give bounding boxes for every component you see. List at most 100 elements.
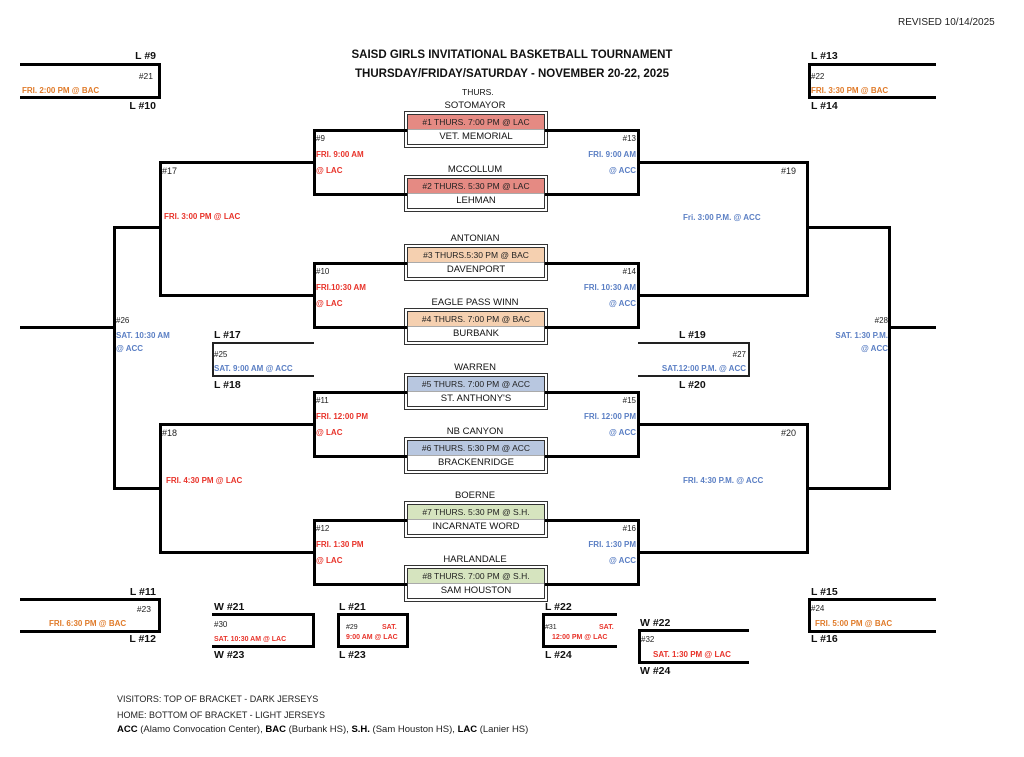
game-venue: @ ACC [608, 556, 636, 565]
game-venue: @ ACC [608, 166, 636, 175]
bracket-line [637, 294, 808, 297]
game-number: #27 [732, 350, 746, 359]
bracket-line [212, 342, 214, 377]
bracket-line [808, 598, 936, 601]
game-time: Fri. 3:00 P.M. @ ACC [683, 213, 761, 222]
game-time-day: SAT. [382, 624, 397, 631]
game-venue: @ LAC [316, 299, 343, 308]
bracket-line [637, 423, 808, 426]
game-header: #6 THURS. 5:30 PM @ ACC [408, 441, 544, 455]
game-time: SAT.12:00 P.M. @ ACC [661, 364, 746, 373]
game-number: #28 [874, 316, 888, 325]
game-time: SAT. 10:30 AM [116, 331, 170, 340]
team-bottom: BRACKENRIDGE [408, 455, 544, 470]
bracket-line [159, 551, 316, 554]
game-time: FRI. 4:30 PM @ LAC [166, 476, 243, 485]
feeder-label: L #23 [339, 649, 366, 661]
bracket-line [337, 645, 409, 648]
legend-visitors: VISITORS: TOP OF BRACKET - DARK JERSEYS [117, 694, 319, 704]
bracket-line [637, 551, 808, 554]
bracket-line [312, 613, 315, 648]
bracket-line [20, 96, 160, 99]
bracket-line [637, 161, 808, 164]
bracket-line [337, 613, 340, 648]
game-number: #10 [316, 267, 330, 276]
bracket-line [212, 342, 314, 344]
venue-code: ACC [117, 724, 138, 735]
game-time: FRI.10:30 AM [316, 283, 366, 292]
bracket-line [212, 375, 314, 377]
game-time: FRI. 1:30 PM [316, 540, 364, 549]
game-time: FRI. 9:00 AM [316, 150, 364, 159]
bracket-line [20, 598, 160, 601]
team-top: SOTOMAYOR [444, 100, 506, 111]
bracket-line [808, 598, 811, 633]
bracket-line [638, 629, 749, 632]
game-box-7: #7 THURS. 5:30 PM @ S.H. INCARNATE WORD [404, 501, 548, 538]
bracket-line [20, 630, 160, 633]
bracket-line [808, 630, 936, 633]
bracket-line [638, 629, 641, 664]
feeder-label: L #19 [679, 329, 706, 341]
game-time: FRI. 1:30 PM [588, 540, 636, 549]
game-number: #24 [811, 604, 825, 613]
bracket-line [113, 226, 116, 490]
feeder-label: L #20 [679, 379, 706, 391]
game-number: #12 [316, 524, 330, 533]
bracket-line [159, 161, 162, 297]
revised-date: REVISED 10/14/2025 [898, 17, 995, 28]
game-time: FRI. 12:00 PM [316, 412, 369, 421]
feeder-label: L #22 [545, 601, 572, 613]
bracket-line [113, 226, 162, 229]
legend-home: HOME: BOTTOM OF BRACKET - LIGHT JERSEYS [117, 710, 326, 720]
team-top: MCCOLLUM [447, 164, 503, 175]
game-number: #20 [780, 428, 796, 438]
bracket-line [159, 294, 316, 297]
game-venue: @ ACC [860, 344, 888, 353]
bracket-line [542, 645, 617, 648]
game-header: #5 THURS. 7:00 PM @ ACC [408, 377, 544, 391]
game-number: #19 [780, 166, 796, 176]
game-time: SAT. 10:30 AM @ LAC [214, 636, 287, 643]
bracket-line [313, 262, 407, 265]
team-top: ANTONIAN [450, 233, 500, 244]
bracket-line [313, 391, 407, 394]
bracket-line [158, 63, 161, 99]
bracket-line [313, 326, 407, 329]
venue-name: (Lanier HS) [477, 724, 529, 735]
game-time: FRI. 5:00 PM @ BAC [815, 619, 893, 628]
bracket-line [545, 391, 639, 394]
bracket-line [313, 193, 407, 196]
page-title: SAISD GIRLS INVITATIONAL BASKETBALL TOUR… [351, 49, 673, 61]
bracket-line [313, 455, 407, 458]
game-time: 9:00 AM @ LAC [346, 634, 398, 641]
bracket-line [159, 423, 316, 426]
team-top: WARREN [454, 362, 496, 373]
feeder-label: L #10 [129, 100, 156, 112]
feeder-label: L #24 [545, 649, 572, 661]
team-bottom: BURBANK [408, 326, 544, 341]
team-top: BOERNE [454, 490, 496, 501]
feeder-label: L #14 [811, 100, 838, 112]
venue-code: S.H. [351, 724, 370, 735]
team-bottom: VET. MEMORIAL [408, 129, 544, 144]
game-time: FRI. 2:00 PM @ BAC [22, 86, 100, 95]
day-label: THURS. [462, 87, 494, 97]
feeder-label: W #23 [214, 649, 245, 661]
bracket-line [808, 63, 936, 66]
game-time: SAT. 1:30 P.M. [835, 331, 888, 340]
feeder-label: L #11 [129, 586, 156, 598]
bracket-line [406, 613, 409, 648]
game-venue: @ ACC [608, 299, 636, 308]
game-number: #11 [316, 396, 329, 405]
bracket-line [313, 519, 407, 522]
bracket-line [748, 342, 750, 377]
bracket-line [212, 613, 314, 616]
feeder-label: L #17 [214, 329, 241, 341]
game-venue: @ ACC [608, 428, 636, 437]
bracket-line [313, 583, 407, 586]
game-box-5: #5 THURS. 7:00 PM @ ACC ST. ANTHONY'S [404, 373, 548, 410]
bracket-line [888, 226, 891, 490]
game-number: #31 [545, 624, 557, 631]
game-number: #22 [811, 72, 825, 81]
